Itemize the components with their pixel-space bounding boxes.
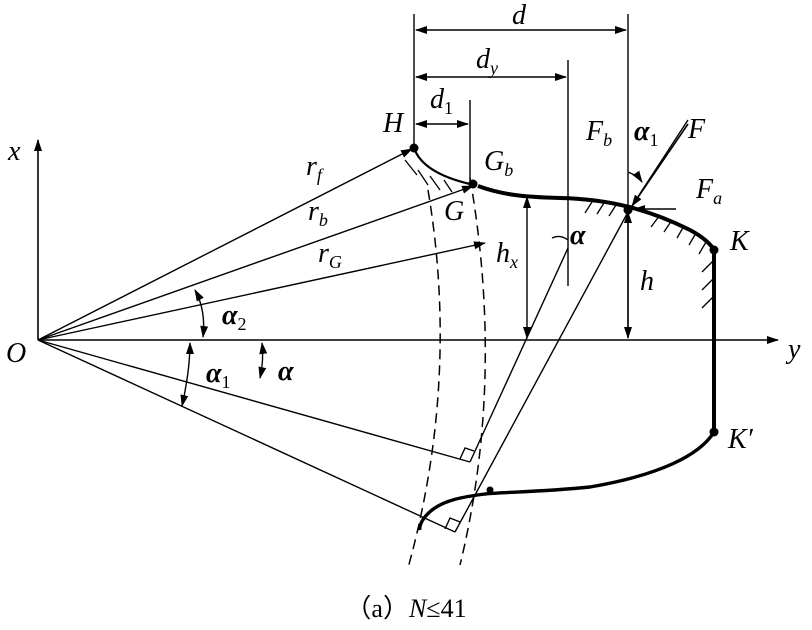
radius-rb — [37, 185, 474, 341]
hatch-marks — [404, 159, 715, 309]
coordinate-axes — [34, 139, 779, 344]
points — [409, 143, 719, 494]
ray-lower-2 — [37, 339, 456, 533]
label-alpha1-top: α1 — [634, 116, 659, 150]
label-d: d — [512, 0, 527, 31]
point-Kprime — [709, 427, 719, 437]
label-rG: rG — [318, 238, 342, 272]
point-G — [486, 486, 494, 494]
label-d1: d1 — [430, 84, 453, 118]
label-K: K — [729, 226, 750, 257]
ray-lower-1 — [37, 339, 471, 463]
label-Gb: Gb — [484, 146, 513, 180]
angle-arc-alpha2 — [194, 289, 209, 338]
point-F — [623, 205, 633, 215]
label-y-axis: y — [785, 334, 801, 365]
angle-arcs — [180, 170, 643, 407]
label-rf: rf — [306, 151, 325, 185]
label-F: F — [687, 114, 706, 145]
point-K — [709, 245, 719, 255]
caption-condition: ≤41 — [426, 594, 467, 623]
label-x-axis: x — [7, 136, 21, 167]
label-G: G — [444, 196, 464, 227]
labels: d dy d1 H x y O rf rb rG Gb G Fb α1 F Fa… — [6, 0, 801, 455]
right-angle-mark-1 — [459, 447, 475, 460]
right-angle-mark-2 — [444, 517, 461, 530]
label-alpha1: α1 — [206, 358, 231, 392]
label-hx: hx — [496, 238, 518, 272]
dimension-arrows — [415, 26, 632, 339]
label-Fb: Fb — [585, 116, 612, 150]
caption-prefix: （a） — [345, 594, 409, 623]
label-alpha2: α2 — [222, 300, 247, 334]
force-arrows — [631, 123, 689, 213]
point-H — [409, 143, 419, 153]
angle-arc-alpha-low — [258, 342, 268, 379]
radius-vectors — [37, 148, 486, 533]
angle-arc-alpha1-top — [627, 170, 643, 183]
force-F-arrow — [631, 123, 689, 207]
label-H: H — [382, 108, 405, 139]
radius-rf — [37, 148, 413, 341]
label-rb: rb — [308, 196, 328, 230]
perpendicular-lines — [444, 119, 689, 533]
point-Gb — [468, 179, 478, 189]
label-dy: dy — [476, 44, 498, 78]
label-Kprime: K′ — [727, 424, 754, 455]
angle-arc-alpha-mid — [551, 235, 569, 241]
tooth-profile — [412, 147, 716, 531]
label-Fa: Fa — [695, 174, 722, 208]
caption-variable: N — [408, 594, 427, 623]
radius-rG — [37, 241, 486, 341]
figure-caption: （a）N≤41 — [0, 588, 812, 625]
label-h: h — [640, 266, 654, 297]
label-alpha-mid: α — [570, 220, 586, 251]
label-O: O — [6, 338, 26, 369]
label-alpha-low: α — [278, 356, 294, 387]
dashed-arcs — [407, 177, 487, 569]
angle-arc-alpha1 — [180, 342, 194, 407]
